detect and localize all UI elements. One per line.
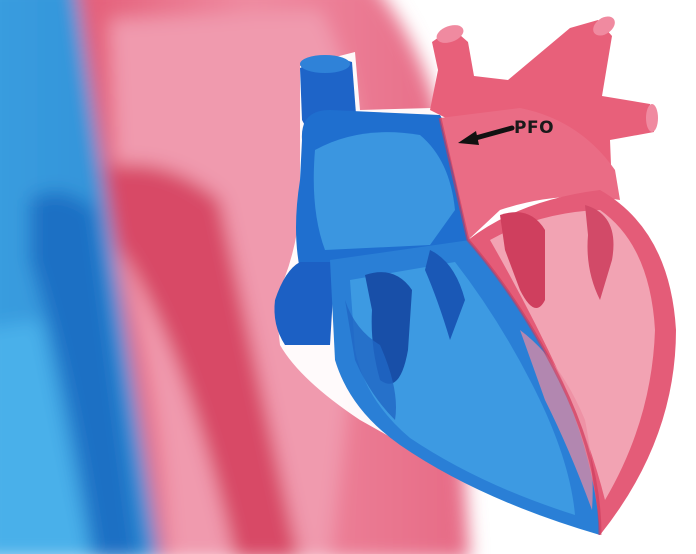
pfo-label: PFO	[514, 118, 554, 138]
